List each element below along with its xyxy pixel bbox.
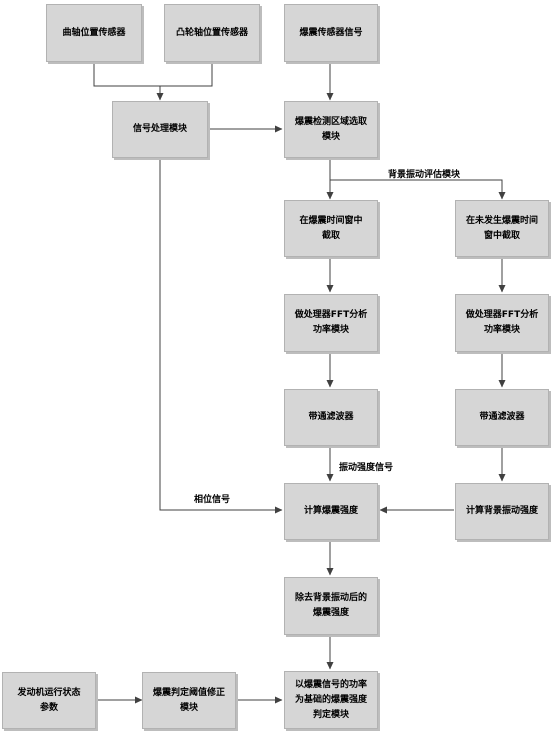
bandpass-filter-knock-box: 带通滤波器 — [284, 389, 378, 446]
calc-knock-intensity-label: 计算爆震强度 — [303, 506, 358, 516]
noknock-window-extract-label: 在未发生爆震时间 窗中截取 — [465, 215, 538, 241]
fft-power-knock-label: 做处理器FFT分析 功率模块 — [294, 310, 368, 335]
crank-position-sensor-label: 曲轴位置传感器 — [62, 27, 126, 38]
bandpass-filter-knock-label: 带通滤波器 — [308, 412, 354, 422]
arrow-phase-signal — [159, 158, 283, 514]
bandpass-filter-noknock-label: 带通滤波器 — [479, 412, 525, 422]
phase-signal-label: 相位信号 — [194, 495, 231, 505]
engine-state-params-label: 发动机运行状态 参数 — [17, 687, 81, 713]
knock-sensor-signal-label: 爆震传感器信号 — [299, 27, 363, 38]
power-based-judgment-label: 以爆震信号的功率 为基础的爆震强度 判定模块 — [294, 679, 367, 720]
fft-power-knock-box: 做处理器FFT分析 功率模块 — [284, 294, 378, 352]
background-eval-module-label: 背景振动评估模块 — [388, 170, 461, 180]
fft-power-noknock-label: 做处理器FFT分析 功率模块 — [465, 310, 539, 335]
engine-state-params-box: 发动机运行状态 参数 — [2, 672, 96, 729]
knock-window-select-label: 爆震检测区域选取 模块 — [294, 116, 367, 142]
knock-window-extract-label: 在爆震时间窗中 截取 — [299, 215, 363, 241]
threshold-correction-label: 爆震判定阈值修正 模块 — [152, 687, 225, 713]
signal-processing-label: 信号处理模块 — [132, 124, 187, 134]
connector-cam-merge — [160, 62, 213, 87]
arrow-to-noknock-window — [330, 179, 506, 200]
vibration-intensity-signal-label: 振动强度信号 — [339, 463, 394, 473]
signal-processing-box: 信号处理模块 — [112, 101, 208, 158]
knock-sensor-signal-box: 爆震传感器信号 — [284, 4, 378, 62]
noknock-window-extract-box: 在未发生爆震时间 窗中截取 — [455, 200, 549, 257]
knock-window-select-box: 爆震检测区域选取 模块 — [284, 101, 378, 158]
connector-crank-merge — [93, 62, 160, 87]
knock-minus-background-label: 除去背景振动后的 爆震强度 — [294, 593, 367, 618]
bandpass-filter-noknock-box: 带通滤波器 — [455, 389, 549, 446]
cam-position-sensor-label: 凸轮轴位置传感器 — [175, 27, 248, 38]
crank-position-sensor-box: 曲轴位置传感器 — [46, 4, 142, 62]
calc-background-intensity-label: 计算背景振动强度 — [465, 506, 538, 516]
knock-minus-background-box: 除去背景振动后的 爆震强度 — [284, 577, 378, 635]
calc-knock-intensity-box: 计算爆震强度 — [284, 483, 378, 540]
knock-window-extract-box: 在爆震时间窗中 截取 — [284, 200, 378, 257]
fft-power-noknock-box: 做处理器FFT分析 功率模块 — [455, 294, 549, 352]
power-based-judgment-box: 以爆震信号的功率 为基础的爆震强度 判定模块 — [284, 671, 378, 729]
calc-background-intensity-box: 计算背景振动强度 — [455, 483, 549, 540]
threshold-correction-box: 爆震判定阈值修正 模块 — [142, 672, 236, 729]
cam-position-sensor-box: 凸轮轴位置传感器 — [164, 4, 260, 62]
